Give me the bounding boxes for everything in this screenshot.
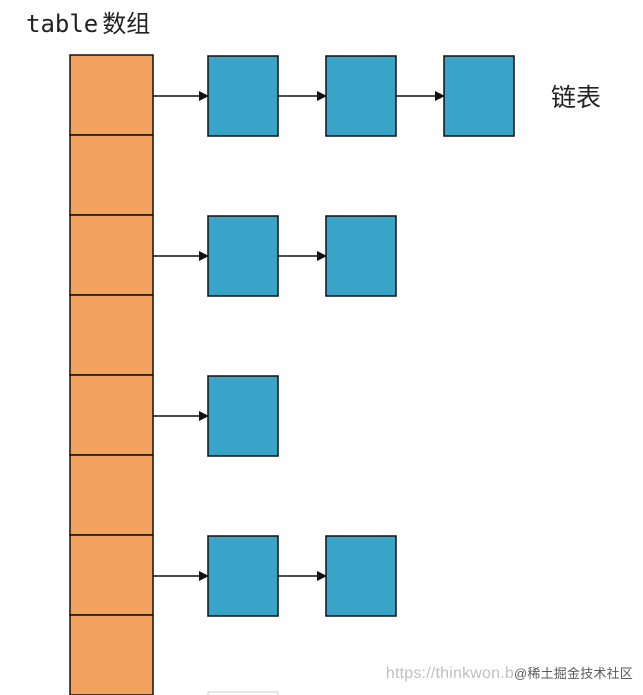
table-cell	[69, 374, 154, 456]
linked-list-node	[443, 55, 515, 137]
watermark-site: @稀土掘金技术社区	[514, 666, 633, 681]
table-cell	[69, 214, 154, 296]
table-array-label-prefix: table	[26, 10, 98, 38]
linked-list-node-partial	[207, 691, 279, 695]
table-cell	[69, 454, 154, 536]
table-cell	[69, 614, 154, 695]
table-cell	[69, 294, 154, 376]
linked-list-chains	[153, 55, 515, 695]
linked-list-node	[207, 375, 279, 457]
table-cell	[69, 134, 154, 216]
watermark: https://thinkwon.b@稀土掘金技术社区	[386, 663, 633, 683]
linked-list-node	[325, 215, 397, 297]
table-array-label-suffix: 数组	[102, 10, 150, 38]
watermark-url: https://thinkwon.b	[385, 665, 514, 682]
table-array-label: table 数组	[26, 10, 150, 38]
linked-list-node	[207, 55, 279, 137]
linked-list-node	[207, 215, 279, 297]
table-cell	[69, 54, 154, 136]
linked-list-label: 链表	[551, 83, 601, 112]
linked-list-node	[325, 535, 397, 617]
table-cell	[69, 534, 154, 616]
linked-list-node	[207, 535, 279, 617]
table-array	[69, 54, 154, 695]
linked-list-node	[325, 55, 397, 137]
